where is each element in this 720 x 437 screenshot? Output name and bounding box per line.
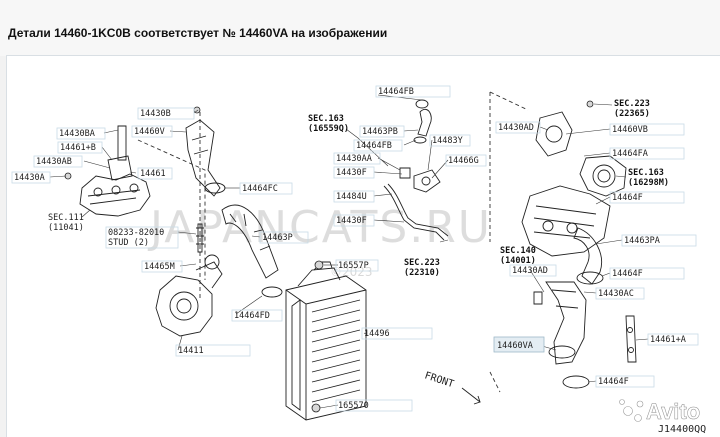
label-14430AA: 14430AA: [336, 154, 372, 164]
bracket-14461A-drawing: [625, 315, 637, 363]
label-14464FD: 14464FD: [234, 311, 270, 321]
front-direction-arrow: FRONT: [423, 370, 481, 405]
label-sec140-num: (14001): [500, 256, 536, 266]
group-outline-right: [489, 91, 529, 242]
label-14430AC: 14430AC: [598, 289, 634, 299]
air-hose-14463PA-drawing: [573, 227, 602, 285]
label-14411: 14411: [178, 346, 204, 356]
label-sec223-a: SEC.223: [614, 99, 650, 109]
exhaust-manifold-drawing: [64, 125, 151, 217]
avito-watermark: Avito: [619, 399, 700, 424]
pipe-14463PB-drawing: [413, 99, 432, 144]
label-14484U: 14484U: [336, 192, 367, 202]
group-outline-left: [137, 139, 206, 280]
label-14430BA: 14430BA: [59, 129, 95, 139]
turbocharger-drawing: [155, 254, 223, 337]
label-stud: STUD (2): [108, 238, 149, 248]
label-sec163-a-num: (16559Q): [308, 124, 349, 134]
label-14430B: 14430B: [140, 109, 171, 119]
label-14463P: 14463P: [262, 233, 293, 243]
label-14466G: 14466G: [448, 156, 479, 166]
stud-drawing: [196, 223, 204, 253]
label-14430AB: 14430AB: [36, 157, 72, 167]
diagram-code: J14400QQ: [658, 424, 706, 435]
label-14460V: 14460V: [134, 127, 165, 137]
label-sec163-b: SEC.163: [628, 168, 664, 178]
label-sec140: SEC.140: [500, 246, 536, 256]
label-sec223-b: SEC.223: [404, 258, 440, 268]
label-14464F-c: 14464F: [598, 377, 629, 387]
heat-shield-drawing: [185, 106, 221, 197]
label-14430F-a: 14430F: [336, 168, 367, 178]
watermark: JAPANCATS.RU: [147, 202, 492, 253]
label-14430F-b: 14430F: [336, 216, 367, 226]
label-14430A: 14430A: [14, 173, 45, 183]
label-165570: 165570: [338, 401, 369, 411]
label-14464FC: 14464FC: [242, 184, 278, 194]
air-hose-14463P-drawing: [221, 204, 279, 279]
label-14483Y: 14483Y: [432, 136, 463, 146]
label-14463PA: 14463PA: [624, 236, 660, 246]
label-sec111-num: (11041): [48, 223, 84, 233]
duct-14460VB-drawing: [535, 100, 594, 157]
air-duct-14460VA-drawing: [545, 271, 604, 389]
label-14461B: 14461+B: [60, 143, 96, 153]
label-14464F-a: 14464F: [612, 193, 643, 203]
sensor-14430AC-drawing: [533, 291, 543, 305]
label-14460VB: 14460VB: [612, 125, 648, 135]
throttle-chamber-drawing: [579, 155, 627, 197]
avito-logo-text: Avito: [646, 399, 700, 424]
label-14430AD: 14430AD: [498, 123, 534, 133]
label-14463PB: 14463PB: [362, 127, 398, 137]
label-14465M: 14465M: [144, 262, 175, 272]
parts-diagram: [6, 55, 720, 437]
label-sec111: SEC.111: [48, 213, 84, 223]
part-labels: 14430B 14430BA 14460V 14461+B 14430AB 14…: [11, 85, 699, 412]
label-14461: 14461: [140, 169, 166, 179]
label-14496: 14496: [364, 329, 390, 339]
label-14464F-b: 14464F: [612, 269, 643, 279]
valve-14483Y-drawing: [399, 167, 441, 193]
intake-manifold-drawing: [521, 185, 611, 257]
label-14460VA: 14460VA: [497, 341, 533, 351]
label-sec223-b-num: (22310): [404, 268, 440, 278]
leader-lines: [49, 94, 649, 409]
label-14464FA: 14464FA: [612, 149, 648, 159]
highlight-box-14460VA: [493, 336, 545, 353]
front-label: FRONT: [423, 370, 455, 390]
label-14430AD-b: 14430AD: [512, 266, 548, 276]
label-14464FB-mid: 14464FB: [356, 141, 392, 151]
watermark-year: ©2023: [330, 265, 373, 279]
avito-dot-icon: [623, 406, 633, 416]
label-16557P: 16557P: [338, 261, 369, 271]
label-sec163-a: SEC.163: [308, 114, 344, 124]
page-header: Детали 14460-1KC0B соответствует № 14460…: [0, 0, 720, 56]
group-outline-bottom: [489, 371, 501, 393]
label-14464FB-top: 14464FB: [378, 87, 414, 97]
label-sec163-b-num: (16298M): [628, 178, 669, 188]
page-title: Детали 14460-1KC0B соответствует № 14460…: [8, 26, 388, 40]
label-14461A: 14461+A: [650, 335, 686, 345]
label-sec223-a-num: (22365): [614, 109, 650, 119]
label-08233: 08233-8201θ: [108, 228, 164, 238]
vacuum-hose-14484U-drawing: [383, 183, 449, 241]
intercooler-drawing: [285, 260, 367, 421]
